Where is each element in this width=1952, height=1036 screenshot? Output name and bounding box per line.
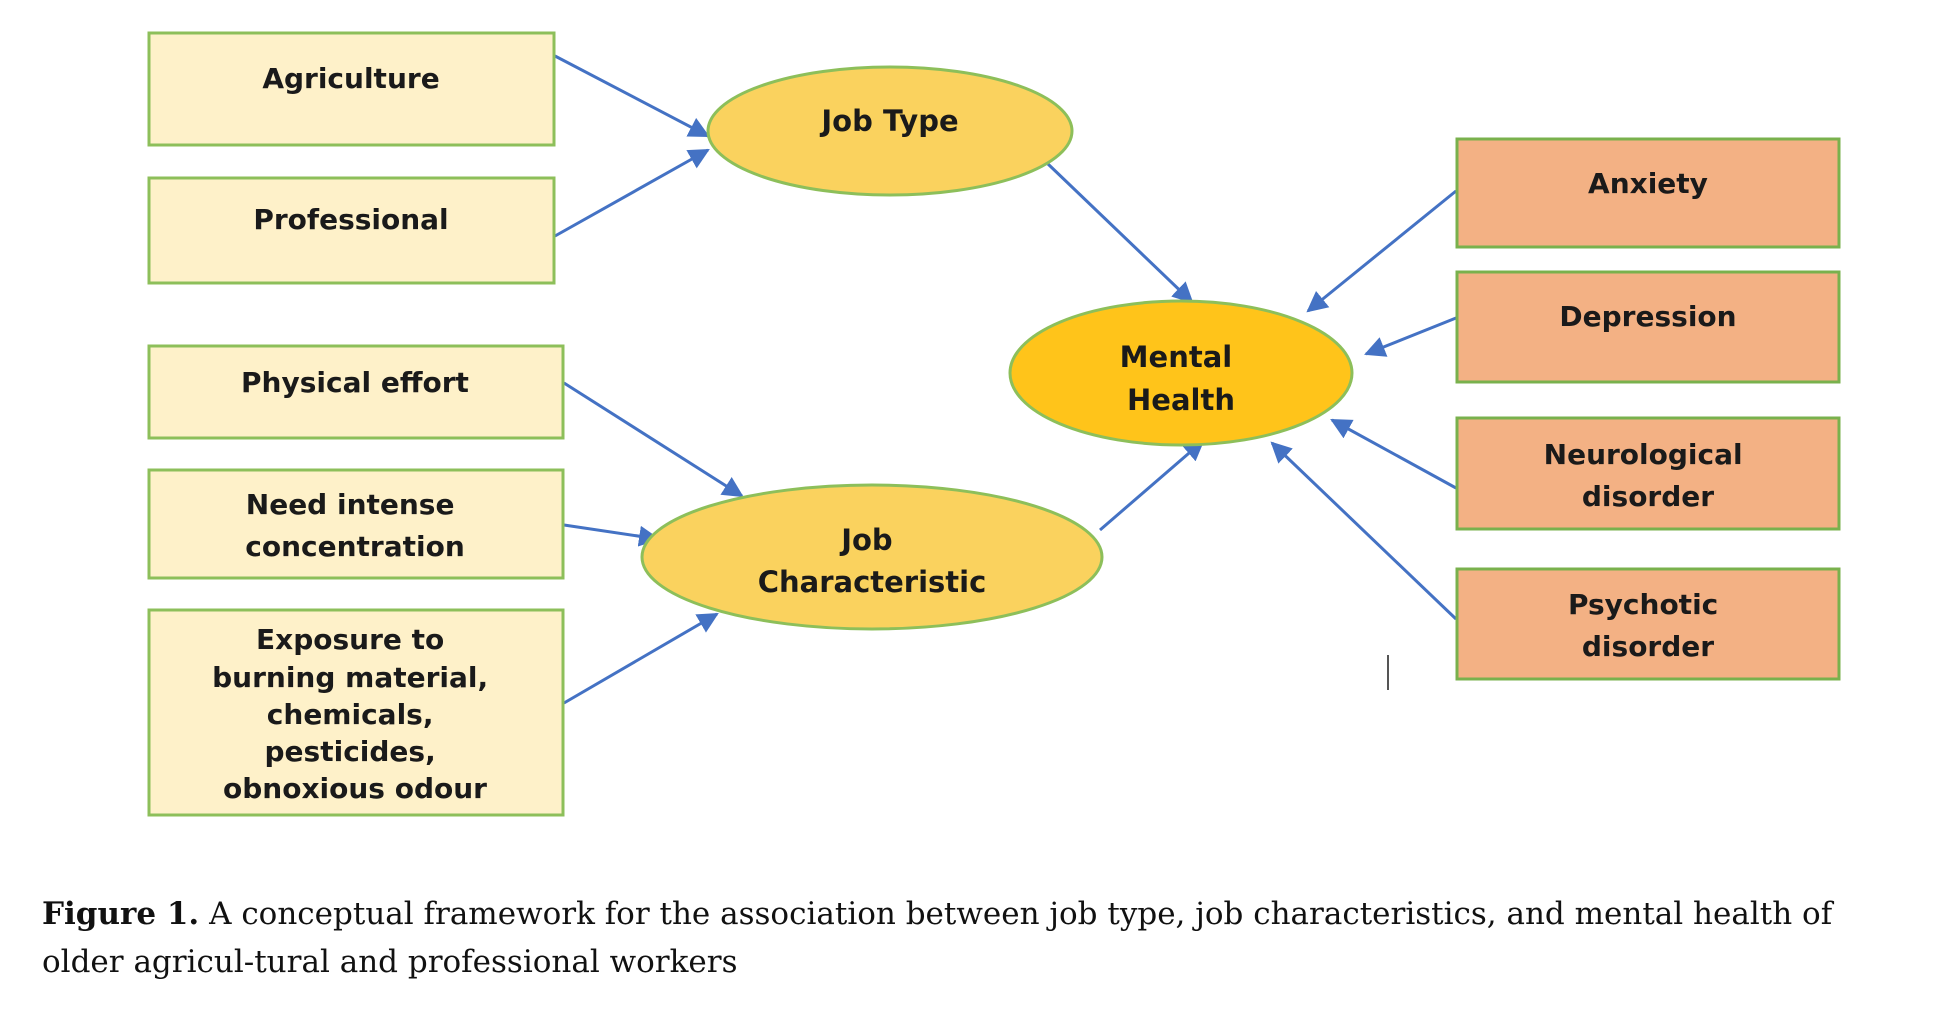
node-anxiety: Anxiety [1455,137,1841,249]
svg-text:Depression: Depression [1559,300,1736,333]
arrow-concentration-to-job-characteristic [563,523,661,547]
node-agriculture: Agriculture [147,31,556,147]
depression-label: Depression [1559,300,1736,333]
arrow-psychotic-to-mental-health [1270,441,1458,621]
physical-effort-label: Physical effort [241,366,469,399]
arrow-professional-to-job-type [554,148,710,238]
concentration-label-line-1: Need intense [246,488,455,521]
node-exposure: Exposure to burning material, chemicals,… [147,608,565,817]
mental-health-label-line-1: Mental [1120,340,1233,374]
svg-text:Job Type: Job Type [819,104,958,138]
agriculture-box [147,31,556,147]
node-mental-health: Mental Health [1008,299,1354,447]
anxiety-label: Anxiety [1588,167,1708,200]
psychotic-label-line-1: Psychotic [1568,588,1718,621]
svg-text:Physical effort: Physical effort [241,366,469,399]
neurological-label-line-1: Neurological [1544,438,1743,471]
concentration-box [147,468,565,580]
psychotic-label-line-2: disorder [1582,630,1714,663]
mental-health-label-line-2: Health [1127,383,1235,417]
svg-text:Need intense concentrati: Need intense concentration [245,488,465,563]
svg-text:Job Characteristic: Job Characteristic [758,523,987,599]
node-neurological-disorder: Neurological disorder [1455,416,1841,531]
anxiety-box [1455,137,1841,249]
arrow-depression-to-mental-health [1364,316,1457,357]
node-depression: Depression [1455,270,1841,384]
exposure-label-line-2: burning material, [212,661,488,694]
svg-text:Psychotic disorder: Psychotic disorder [1568,588,1728,663]
neurological-label-line-2: disorder [1582,480,1714,513]
job-characteristic-ellipse [640,483,1104,631]
job-characteristic-label-line-2: Characteristic [758,565,987,599]
exposure-box [147,608,565,817]
arrow-anxiety-to-mental-health [1306,189,1457,313]
mental-health-ellipse [1008,299,1354,447]
arrow-neurological-to-mental-health [1330,418,1457,490]
neurological-disorder-box [1455,416,1841,531]
node-psychotic-disorder: Psychotic disorder [1455,567,1841,681]
job-type-ellipse [706,65,1074,197]
exposure-label-line-1: Exposure to [256,623,444,656]
figure-caption-label: Figure 1. [42,896,200,932]
svg-text:Neurological disorder: Neurological disorder [1544,438,1753,513]
agriculture-label: Agriculture [262,62,439,95]
svg-text:Agriculture: Agriculture [262,62,439,95]
svg-text:Anxiety: Anxiety [1588,167,1708,200]
arrow-job-characteristic-to-mental-health [1099,439,1205,532]
figure-caption-text: A conceptual framework for the associati… [42,896,1833,980]
exposure-label-line-3: chemicals, [267,698,434,731]
node-job-type: Job Type [706,65,1074,197]
job-type-label: Job Type [819,104,958,138]
svg-text:Exposure to burning mate: Exposure to burning material, chemicals,… [212,623,498,805]
arrow-exposure-to-job-characteristic [563,612,719,705]
arrow-agriculture-to-job-type [554,54,710,138]
node-professional: Professional [147,176,556,285]
exposure-label-line-5: obnoxious odour [223,772,487,805]
svg-text:Professional: Professional [253,203,448,236]
arrows-layer [554,54,1458,705]
node-need-intense-concentration: Need intense concentration [147,468,565,580]
node-physical-effort: Physical effort [147,344,565,440]
arrow-job-type-to-mental-health [1046,162,1194,304]
depression-box [1455,270,1841,384]
node-job-characteristic: Job Characteristic [640,483,1104,631]
professional-label: Professional [253,203,448,236]
professional-box [147,176,556,285]
arrow-physical-effort-to-job-characteristic [563,381,744,498]
figure-caption: Figure 1. A conceptual framework for the… [42,890,1912,986]
svg-text:Mental Health: Mental Health [1120,340,1243,417]
physical-effort-box [147,344,565,440]
exposure-label-line-4: pesticides, [265,735,436,768]
job-characteristic-label-line-1: Job [839,523,892,557]
psychotic-disorder-box [1455,567,1841,681]
concentration-label-line-2: concentration [245,530,465,563]
